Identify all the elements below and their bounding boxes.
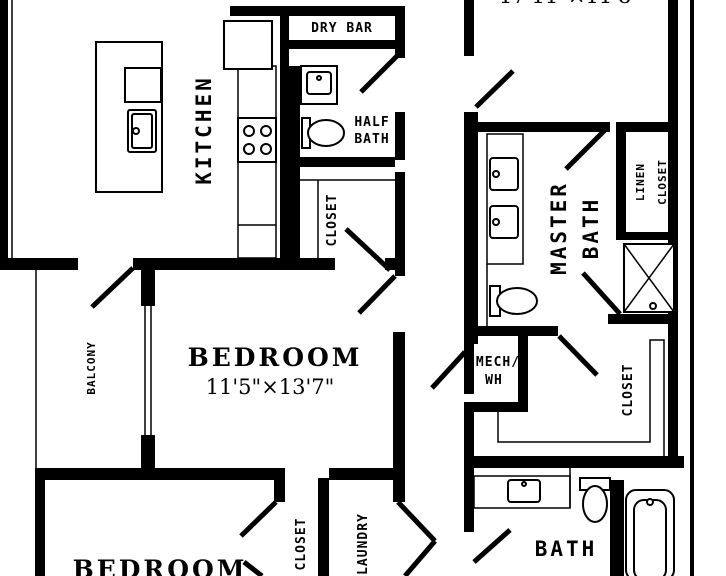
bath-faucet xyxy=(521,481,527,487)
bathtub-drain xyxy=(646,498,654,506)
burner-2 xyxy=(260,125,272,137)
half-bath-label-line1: HALF xyxy=(354,115,389,130)
master-toilet-bowl xyxy=(496,287,538,315)
master-sink-1 xyxy=(489,157,519,191)
linen-left-wall xyxy=(616,122,626,234)
half-bath-door xyxy=(359,54,399,94)
master-top-left-wall xyxy=(464,0,474,56)
mech-door xyxy=(430,350,467,390)
linen-closet-label-line2: CLOSET xyxy=(656,159,669,205)
linen-top-wall xyxy=(616,122,678,132)
bath-sink xyxy=(507,479,541,503)
master-bath-label-line1: MASTER xyxy=(547,181,571,275)
walls xyxy=(0,0,694,576)
dry-bar-bottom-wall xyxy=(289,40,395,49)
master-closet-shelf xyxy=(497,339,665,456)
half-bath-faucet xyxy=(316,75,322,81)
bedroom-label: BEDROOM xyxy=(188,343,363,372)
hall-closet-label: CLOSET xyxy=(325,194,340,247)
lower-wall-left xyxy=(35,468,285,480)
bath-toilet-bowl xyxy=(582,485,608,523)
shower-drain xyxy=(649,302,657,310)
bedroom-door xyxy=(357,274,397,315)
main-wall-center xyxy=(133,258,335,270)
half-bath-right-wall xyxy=(395,112,405,160)
door-swings xyxy=(90,54,622,576)
master-faucet-1 xyxy=(492,170,500,178)
balcony-door xyxy=(90,266,135,309)
master-faucet-2 xyxy=(492,218,500,226)
master-bath-door xyxy=(564,127,608,171)
fixtures xyxy=(127,65,675,576)
shower-diagonal-b xyxy=(623,243,675,313)
lower-closet-door-b xyxy=(242,560,264,576)
kitchen-label: KITCHEN xyxy=(192,75,216,185)
lower-left-exterior xyxy=(35,468,45,576)
master-bath-bottom-wall-left xyxy=(478,326,558,336)
lower-closet-label: CLOSET xyxy=(294,518,309,571)
half-bath-bottom-wall xyxy=(289,157,395,167)
tub-left-wall xyxy=(610,480,624,576)
island-faucet xyxy=(132,127,140,135)
linen-bottom-wall xyxy=(616,232,676,240)
kitchen-top-wall xyxy=(230,6,405,16)
master-bath-label-line2: BATH xyxy=(579,197,603,260)
master-closet-label: CLOSET xyxy=(621,364,636,417)
master-bath-top-wall xyxy=(474,122,610,132)
top-room-dimension: 17'11"×11'8" xyxy=(499,0,641,8)
laundry-label: LAUNDRY xyxy=(356,513,371,575)
bedroom-left-wall-top xyxy=(141,270,155,306)
shower-door xyxy=(581,271,622,316)
laundry-left-wall xyxy=(318,478,329,576)
half-bath-toilet-bowl xyxy=(307,119,345,147)
burner-4 xyxy=(260,143,272,155)
bath-left-wall xyxy=(464,402,474,532)
lower-closet-door-a xyxy=(239,500,278,538)
left-exterior-wall xyxy=(0,0,8,262)
master-bath-left-wall xyxy=(464,112,478,344)
bedroom-right-wall xyxy=(393,332,405,502)
stove xyxy=(237,117,277,163)
right-exterior-edge xyxy=(690,0,694,576)
balcony-label: BALCONY xyxy=(85,341,98,394)
dry-bar-left-wall xyxy=(280,6,289,66)
laundry-door-b xyxy=(403,539,437,576)
bathtub-inner xyxy=(633,499,667,576)
master-closet-door xyxy=(557,334,599,377)
master-door xyxy=(474,69,515,109)
bath-top-wall xyxy=(474,456,684,468)
laundry-door-a xyxy=(396,500,437,543)
lower-closet-wall-stub xyxy=(274,480,285,502)
half-bath-sink-basin xyxy=(306,71,332,95)
half-bath-label-line2: BATH xyxy=(354,132,389,147)
bedroom-dimension: 11'5"×13'7" xyxy=(206,375,335,399)
dry-bar-label: DRY BAR xyxy=(311,21,373,36)
mech-label-line2: WH xyxy=(485,373,503,388)
laundry-top-wall xyxy=(329,468,405,480)
bedroom-left-wall-bottom xyxy=(141,435,155,469)
mech-bottom-wall xyxy=(464,402,528,412)
master-sink-2 xyxy=(489,205,519,239)
mech-left-wall-top xyxy=(464,344,474,394)
mech-right-wall xyxy=(518,336,528,412)
linen-closet-label-line1: LINEN xyxy=(634,163,647,201)
lower-bedroom-label: BEDROOM xyxy=(73,555,248,576)
mech-label-line1: MECH/ xyxy=(476,355,520,370)
bath-label: BATH xyxy=(535,537,598,561)
shower-bottom-wall xyxy=(608,314,678,324)
master-vanity xyxy=(486,133,524,265)
bath-door xyxy=(472,528,512,564)
dry-bar-right-wall xyxy=(395,6,405,58)
burner-1 xyxy=(243,125,255,137)
hall-closet-right-wall xyxy=(395,172,405,276)
labels: 17'11"×11'8" DRY BAR KITCHEN HALF BATH C… xyxy=(73,0,669,576)
hall-closet-door xyxy=(344,227,392,272)
refrigerator xyxy=(223,20,273,70)
burner-3 xyxy=(243,143,255,155)
island-appliance xyxy=(124,67,162,103)
main-wall-left xyxy=(0,258,78,270)
